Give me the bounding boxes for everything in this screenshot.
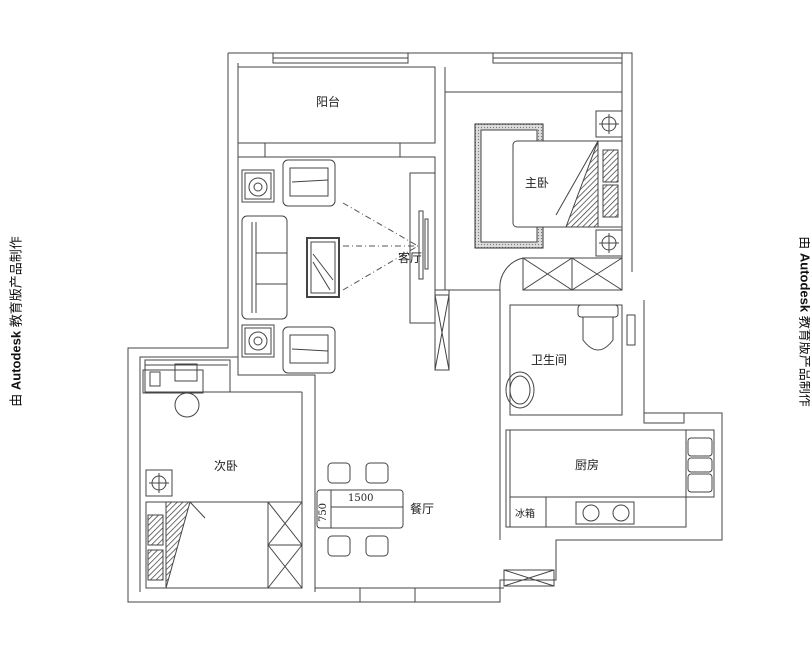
balcony-outline — [237, 66, 436, 144]
master-wardrobe — [499, 257, 623, 291]
window-top — [272, 52, 623, 64]
watermark-prefix: 由 — [8, 393, 24, 407]
dimension-table-length: 1500 — [348, 493, 374, 504]
outer-wall — [127, 52, 723, 603]
dimension-table-width: 750 — [318, 502, 330, 523]
label-dining-room: 餐厅 — [410, 502, 435, 516]
watermark-left: 由 Autodesk 教育版产品制作 — [6, 227, 25, 417]
armchair — [282, 159, 336, 374]
watermark-right: 由 Autodesk 教育版产品制作 — [797, 227, 810, 417]
watermark-suffix: 教育版产品制作 — [8, 236, 24, 328]
second-bedroom — [142, 359, 303, 589]
bathroom — [499, 290, 636, 540]
side-table — [241, 169, 275, 358]
label-bathroom: 卫生间 — [531, 353, 568, 367]
label-kitchen: 厨房 — [575, 458, 600, 472]
label-balcony: 阳台 — [316, 95, 341, 109]
label-living-room: 客厅 — [398, 251, 423, 265]
coffee-table — [306, 237, 340, 298]
kitchen — [505, 412, 715, 528]
watermark-brand: Autodesk — [797, 252, 810, 313]
sofa — [241, 215, 288, 320]
watermark-suffix: 教育版产品制作 — [797, 315, 810, 407]
watermark-prefix: 由 — [798, 236, 810, 249]
tv-cabinet — [409, 172, 436, 324]
watermark-brand: Autodesk — [8, 330, 24, 391]
label-master-bedroom: 主卧 — [525, 176, 550, 190]
label-fridge: 冰箱 — [515, 509, 535, 520]
master-bed — [474, 110, 623, 257]
entry-cabinet — [503, 569, 555, 587]
dining-table — [316, 462, 404, 557]
label-second-bedroom: 次卧 — [214, 459, 239, 473]
